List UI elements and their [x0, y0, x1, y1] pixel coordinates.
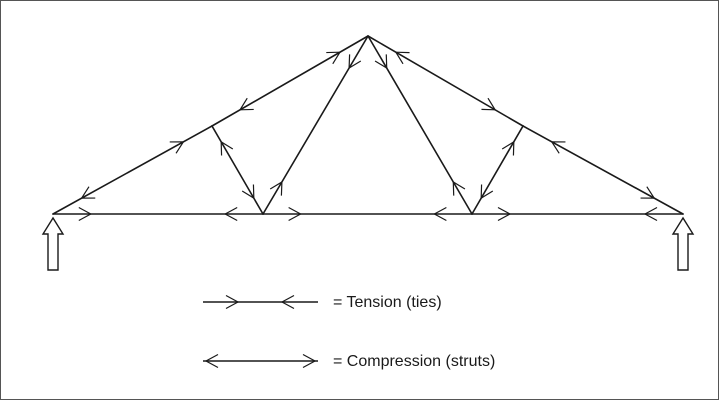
right-rafter-lower-arrow-end [640, 186, 656, 199]
legend-compression-label: = Compression (struts) [333, 353, 496, 370]
left-strut-arrow-end [241, 184, 255, 200]
right-tie-line [367, 35, 473, 215]
legend-tension-label: = Tension (ties) [333, 294, 442, 311]
legend-tension-arrow-left [225, 294, 240, 310]
left-tie-arrow-end [348, 54, 362, 70]
bottom-chord-right-arrow-end [643, 206, 658, 222]
bottom-chord-left-arrow-start [78, 206, 93, 222]
right-strut-arrow-start [480, 184, 494, 200]
left-rafter-lower-arrow-start [80, 186, 96, 199]
right-strut-line [471, 125, 524, 215]
left-rafter-lower-line [52, 125, 213, 215]
bottom-chord-middle-arrow-end [433, 206, 447, 222]
right-tie-arrow-start [374, 54, 388, 70]
left-tie-line [262, 35, 369, 215]
right-support-reaction-arrow-icon [671, 216, 695, 271]
left-rafter-upper-arrow-start [238, 97, 254, 111]
right-rafter-lower-line [522, 125, 684, 215]
legend-compression-arrow-left [204, 353, 219, 369]
right-strut-arrow-end [501, 140, 515, 156]
left-rafter-lower-arrow-end [169, 141, 185, 154]
left-tie-arrow-start [269, 180, 283, 196]
bottom-chord-left-arrow-end [223, 206, 238, 222]
left-strut-line [211, 125, 264, 215]
legend-compression-arrow-right [302, 353, 317, 369]
left-strut-arrow-start [220, 140, 234, 156]
right-tie-arrow-end [452, 180, 466, 196]
right-rafter-lower-arrow-start [550, 141, 566, 154]
bottom-chord-right-arrow-start [497, 206, 512, 222]
left-rafter-upper-arrow-end [326, 51, 342, 65]
right-rafter-upper-line [367, 35, 524, 127]
right-rafter-upper-arrow-start [394, 51, 410, 65]
left-support-reaction-arrow-icon [41, 216, 65, 271]
bottom-chord-middle-arrow-start [288, 206, 302, 222]
left-rafter-upper-line [211, 35, 369, 127]
legend-tension-arrow-right [280, 294, 295, 310]
right-rafter-upper-arrow-end [481, 97, 497, 111]
